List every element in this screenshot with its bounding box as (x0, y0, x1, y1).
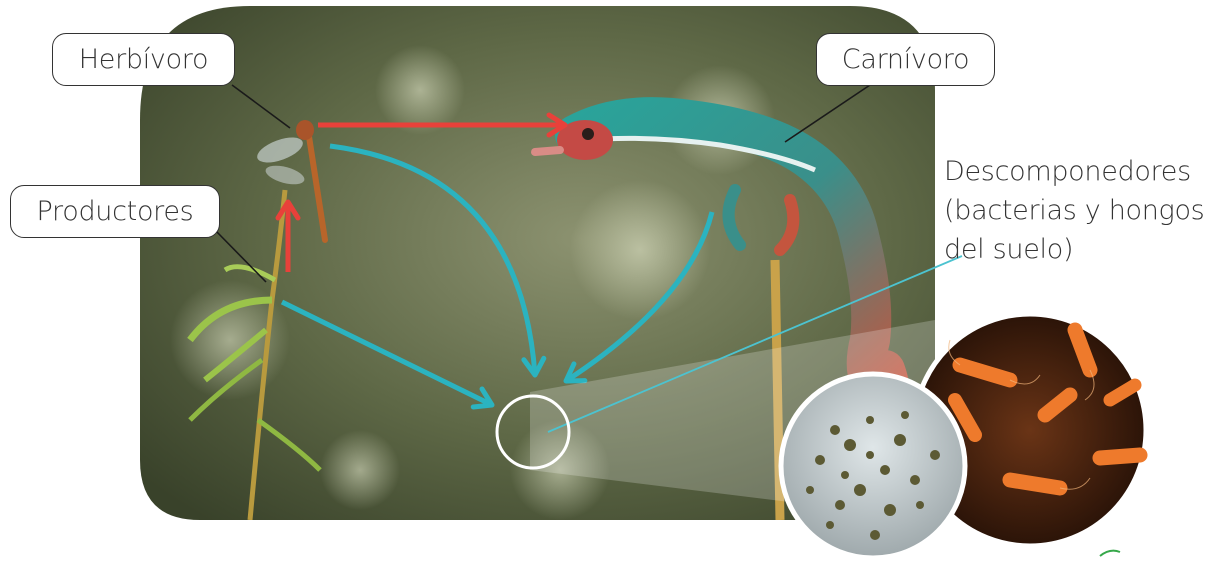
decomposers-label-line1: Descomponedores (944, 152, 1232, 191)
fungi-micrograph (781, 374, 965, 558)
carnivore-label-text: Carnívoro (842, 44, 969, 75)
producers-label: Productores (10, 185, 220, 238)
carnivore-label: Carnívoro (816, 33, 995, 86)
decomposers-label: Descomponedores (bacterias y hongos del … (944, 152, 1232, 269)
producers-label-text: Productores (37, 196, 194, 227)
page-mark-icon (1100, 551, 1120, 556)
decomposers-label-line3: del suelo) (944, 230, 1232, 269)
decomposers-label-line2: (bacterias y hongos (944, 191, 1232, 230)
herbivore-label-text: Herbívoro (79, 44, 208, 75)
herbivore-label: Herbívoro (52, 33, 235, 86)
